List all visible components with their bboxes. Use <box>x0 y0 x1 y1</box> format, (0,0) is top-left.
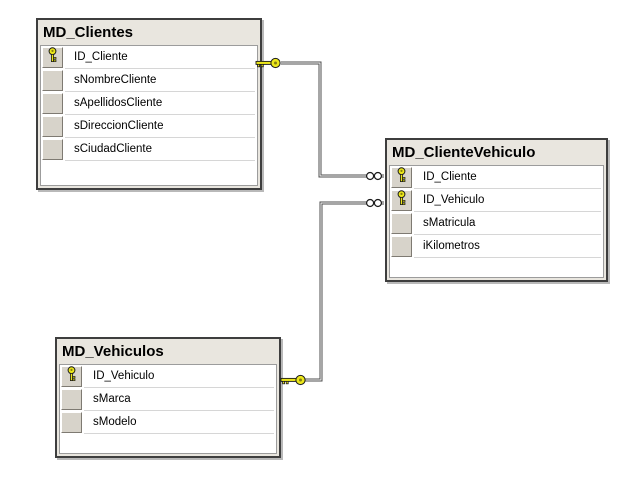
table-row[interactable]: sCiudadCliente <box>41 138 257 161</box>
table-title: MD_Vehiculos <box>62 343 164 360</box>
row-selector[interactable] <box>391 167 412 188</box>
row-selector[interactable] <box>42 139 63 160</box>
column-name: sMatricula <box>414 212 601 235</box>
primary-key-icon <box>66 366 77 387</box>
table-title-bar[interactable]: MD_ClienteVehiculo <box>387 140 606 165</box>
primary-key-icon <box>47 47 58 68</box>
many-side-infinity-icon <box>365 198 383 208</box>
row-selector[interactable] <box>42 93 63 114</box>
table-row[interactable]: iKilometros <box>390 235 603 258</box>
table-title: MD_ClienteVehiculo <box>392 144 536 161</box>
table-title-bar[interactable]: MD_Clientes <box>38 20 260 45</box>
table-column-grid: ID_Cliente ID_Vehiculo sMatricula iKilom… <box>389 165 604 278</box>
table-row[interactable]: ID_Vehiculo <box>60 365 276 388</box>
table-row[interactable]: sMatricula <box>390 212 603 235</box>
column-name: sCiudadCliente <box>65 138 255 161</box>
row-selector[interactable] <box>61 412 82 433</box>
column-name: ID_Vehiculo <box>414 189 601 212</box>
one-side-key-icon <box>280 374 306 386</box>
column-name: sNombreCliente <box>65 69 255 92</box>
table-row[interactable]: ID_Vehiculo <box>390 189 603 212</box>
table-row[interactable]: sModelo <box>60 411 276 434</box>
row-selector[interactable] <box>61 366 82 387</box>
primary-key-icon <box>396 190 407 211</box>
row-selector[interactable] <box>391 213 412 234</box>
table-title: MD_Clientes <box>43 24 134 41</box>
column-name: iKilometros <box>414 235 601 258</box>
table-row[interactable]: sApellidosCliente <box>41 92 257 115</box>
row-selector[interactable] <box>61 389 82 410</box>
column-name: sDireccionCliente <box>65 115 255 138</box>
primary-key-icon <box>396 167 407 188</box>
column-name: sModelo <box>84 411 274 434</box>
column-name: sMarca <box>84 388 274 411</box>
column-name: ID_Vehiculo <box>84 365 274 388</box>
one-side-key-icon <box>255 57 281 69</box>
table-row[interactable]: sMarca <box>60 388 276 411</box>
row-selector[interactable] <box>391 190 412 211</box>
table-md-clientevehiculo[interactable]: MD_ClienteVehiculo ID_Cliente ID_Vehicul… <box>385 138 608 282</box>
column-name: ID_Cliente <box>65 46 255 69</box>
row-selector[interactable] <box>42 70 63 91</box>
table-row[interactable]: sDireccionCliente <box>41 115 257 138</box>
relationship-clientes-clientevehiculo[interactable] <box>281 61 384 178</box>
table-row[interactable]: ID_Cliente <box>41 46 257 69</box>
relationship-vehiculos-clientevehiculo[interactable] <box>304 201 384 382</box>
many-side-infinity-icon <box>365 171 383 181</box>
table-column-grid: ID_Cliente sNombreCliente sApellidosClie… <box>40 45 258 186</box>
table-md-vehiculos[interactable]: MD_Vehiculos ID_Vehiculo sMarca sModelo <box>55 337 281 458</box>
table-row[interactable]: sNombreCliente <box>41 69 257 92</box>
column-name: sApellidosCliente <box>65 92 255 115</box>
row-selector[interactable] <box>42 116 63 137</box>
row-selector[interactable] <box>42 47 63 68</box>
table-title-bar[interactable]: MD_Vehiculos <box>57 339 279 364</box>
row-selector[interactable] <box>391 236 412 257</box>
table-md-clientes[interactable]: MD_Clientes ID_Cliente sNombreCliente sA… <box>36 18 262 190</box>
table-column-grid: ID_Vehiculo sMarca sModelo <box>59 364 277 454</box>
column-name: ID_Cliente <box>414 166 601 189</box>
table-row[interactable]: ID_Cliente <box>390 166 603 189</box>
